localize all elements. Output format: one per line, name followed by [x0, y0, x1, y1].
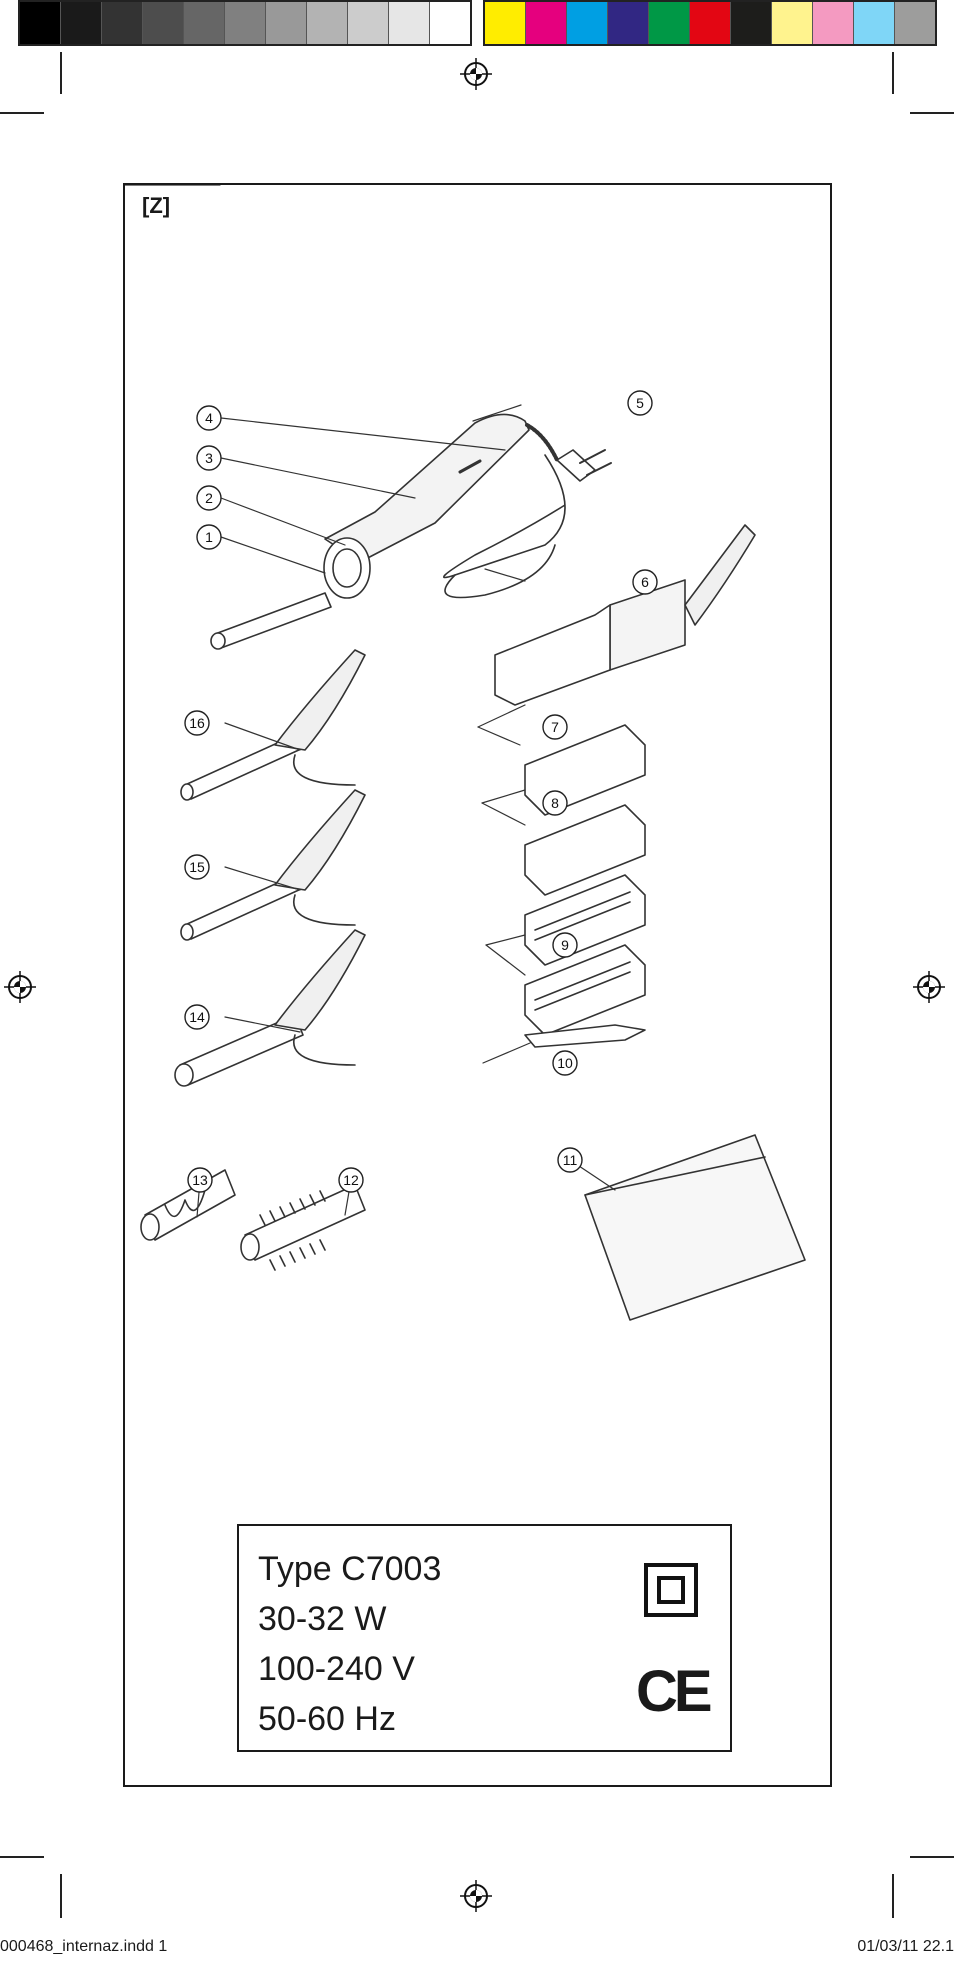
frequency-rating: 50-60 Hz	[258, 1700, 396, 1738]
color-swatch	[430, 2, 470, 44]
crop-mark	[60, 1874, 62, 1918]
double-insulation-icon	[644, 1563, 698, 1617]
callout-6	[632, 569, 658, 595]
color-swatch	[854, 2, 895, 44]
callouts	[184, 390, 658, 1193]
callout-16	[184, 710, 210, 736]
spiral-attachment-13	[140, 1169, 236, 1241]
color-swatch	[526, 2, 567, 44]
callout-label: 2	[205, 490, 213, 506]
callout-label: 11	[563, 1152, 578, 1168]
callout-11	[557, 1147, 583, 1173]
color-swatch	[102, 2, 143, 44]
rating-specs: Type C7003 30-32 W 100-240 V 50-60 Hz	[258, 1544, 441, 1744]
callout-label: 6	[641, 574, 649, 590]
color-swatch	[485, 2, 526, 44]
registration-mark-icon	[460, 58, 492, 90]
callout-1	[196, 524, 222, 550]
color-swatch	[61, 2, 102, 44]
callout-label: 5	[636, 395, 644, 411]
color-swatch	[772, 2, 813, 44]
callout-label: 4	[205, 410, 213, 426]
ce-mark: CE	[636, 1659, 713, 1724]
crop-mark	[910, 112, 954, 114]
page-frame: [Z]	[123, 183, 832, 1787]
plates-9	[524, 874, 646, 1036]
crop-mark	[892, 52, 894, 94]
curling-iron-main-unit	[210, 413, 612, 650]
color-swatch	[266, 2, 307, 44]
callout-label: 16	[189, 715, 205, 731]
callout-9	[552, 932, 578, 958]
callout-label: 1	[205, 529, 213, 545]
crop-mark	[0, 112, 44, 114]
callout-8	[542, 790, 568, 816]
callout-14	[184, 1004, 210, 1030]
clip-10	[524, 1024, 646, 1048]
callout-3	[196, 445, 222, 471]
product-diagram: 1 2 3 4 5 6 7 8 9 10 11 12 13 14 15 16	[125, 185, 806, 1321]
callout-2	[196, 485, 222, 511]
color-swatch	[184, 2, 225, 44]
callout-7	[542, 714, 568, 740]
model-type: Type C7003	[258, 1550, 442, 1588]
callout-13	[187, 1167, 213, 1193]
callout-12	[338, 1167, 364, 1193]
color-swatch	[731, 2, 772, 44]
color-swatch	[348, 2, 389, 44]
color-swatch	[307, 2, 348, 44]
callout-15	[184, 854, 210, 880]
callout-label: 7	[551, 719, 559, 735]
plates-8	[524, 724, 646, 896]
attachment-14	[174, 929, 366, 1087]
crop-mark	[0, 1856, 44, 1858]
callout-10	[552, 1050, 578, 1076]
attachment-16	[180, 649, 366, 801]
callout-label: 9	[561, 937, 569, 953]
voltage-rating: 100-240 V	[258, 1650, 415, 1688]
process-color-bar	[483, 0, 937, 46]
crop-mark	[60, 52, 62, 94]
callout-label: 8	[551, 795, 559, 811]
power-rating: 30-32 W	[258, 1600, 387, 1638]
color-swatch	[649, 2, 690, 44]
color-swatch	[690, 2, 731, 44]
callout-label: 3	[205, 450, 213, 466]
crop-mark	[892, 1874, 894, 1918]
registration-mark-icon	[4, 971, 36, 1003]
color-swatch	[608, 2, 649, 44]
callout-label: 12	[343, 1172, 359, 1188]
color-swatch	[567, 2, 608, 44]
section-label: [Z]	[142, 193, 171, 218]
color-swatch	[20, 2, 61, 44]
callout-label: 14	[189, 1009, 205, 1025]
footer-date: 01/03/11 22.1	[857, 1938, 954, 1955]
footer-file-name: 000468_internaz.indd 1	[0, 1938, 168, 1955]
crop-mark	[910, 1856, 954, 1858]
rating-label-box: Type C7003 30-32 W 100-240 V 50-60 Hz CE	[237, 1524, 732, 1752]
callout-label: 13	[192, 1172, 208, 1188]
attachment-15	[180, 789, 366, 941]
registration-mark-icon	[913, 971, 945, 1003]
callout-5	[627, 390, 653, 416]
color-swatch	[143, 2, 184, 44]
color-swatch	[389, 2, 430, 44]
registration-mark-icon	[460, 1880, 492, 1912]
pouch-11	[584, 1134, 806, 1321]
color-swatch	[225, 2, 266, 44]
callout-label: 10	[557, 1055, 573, 1071]
color-swatch	[813, 2, 854, 44]
brush-attachment-12	[240, 1184, 366, 1271]
callout-label: 15	[189, 859, 205, 875]
grayscale-color-bar	[18, 0, 472, 46]
crimper-attachment	[494, 524, 756, 706]
color-swatch	[895, 2, 935, 44]
